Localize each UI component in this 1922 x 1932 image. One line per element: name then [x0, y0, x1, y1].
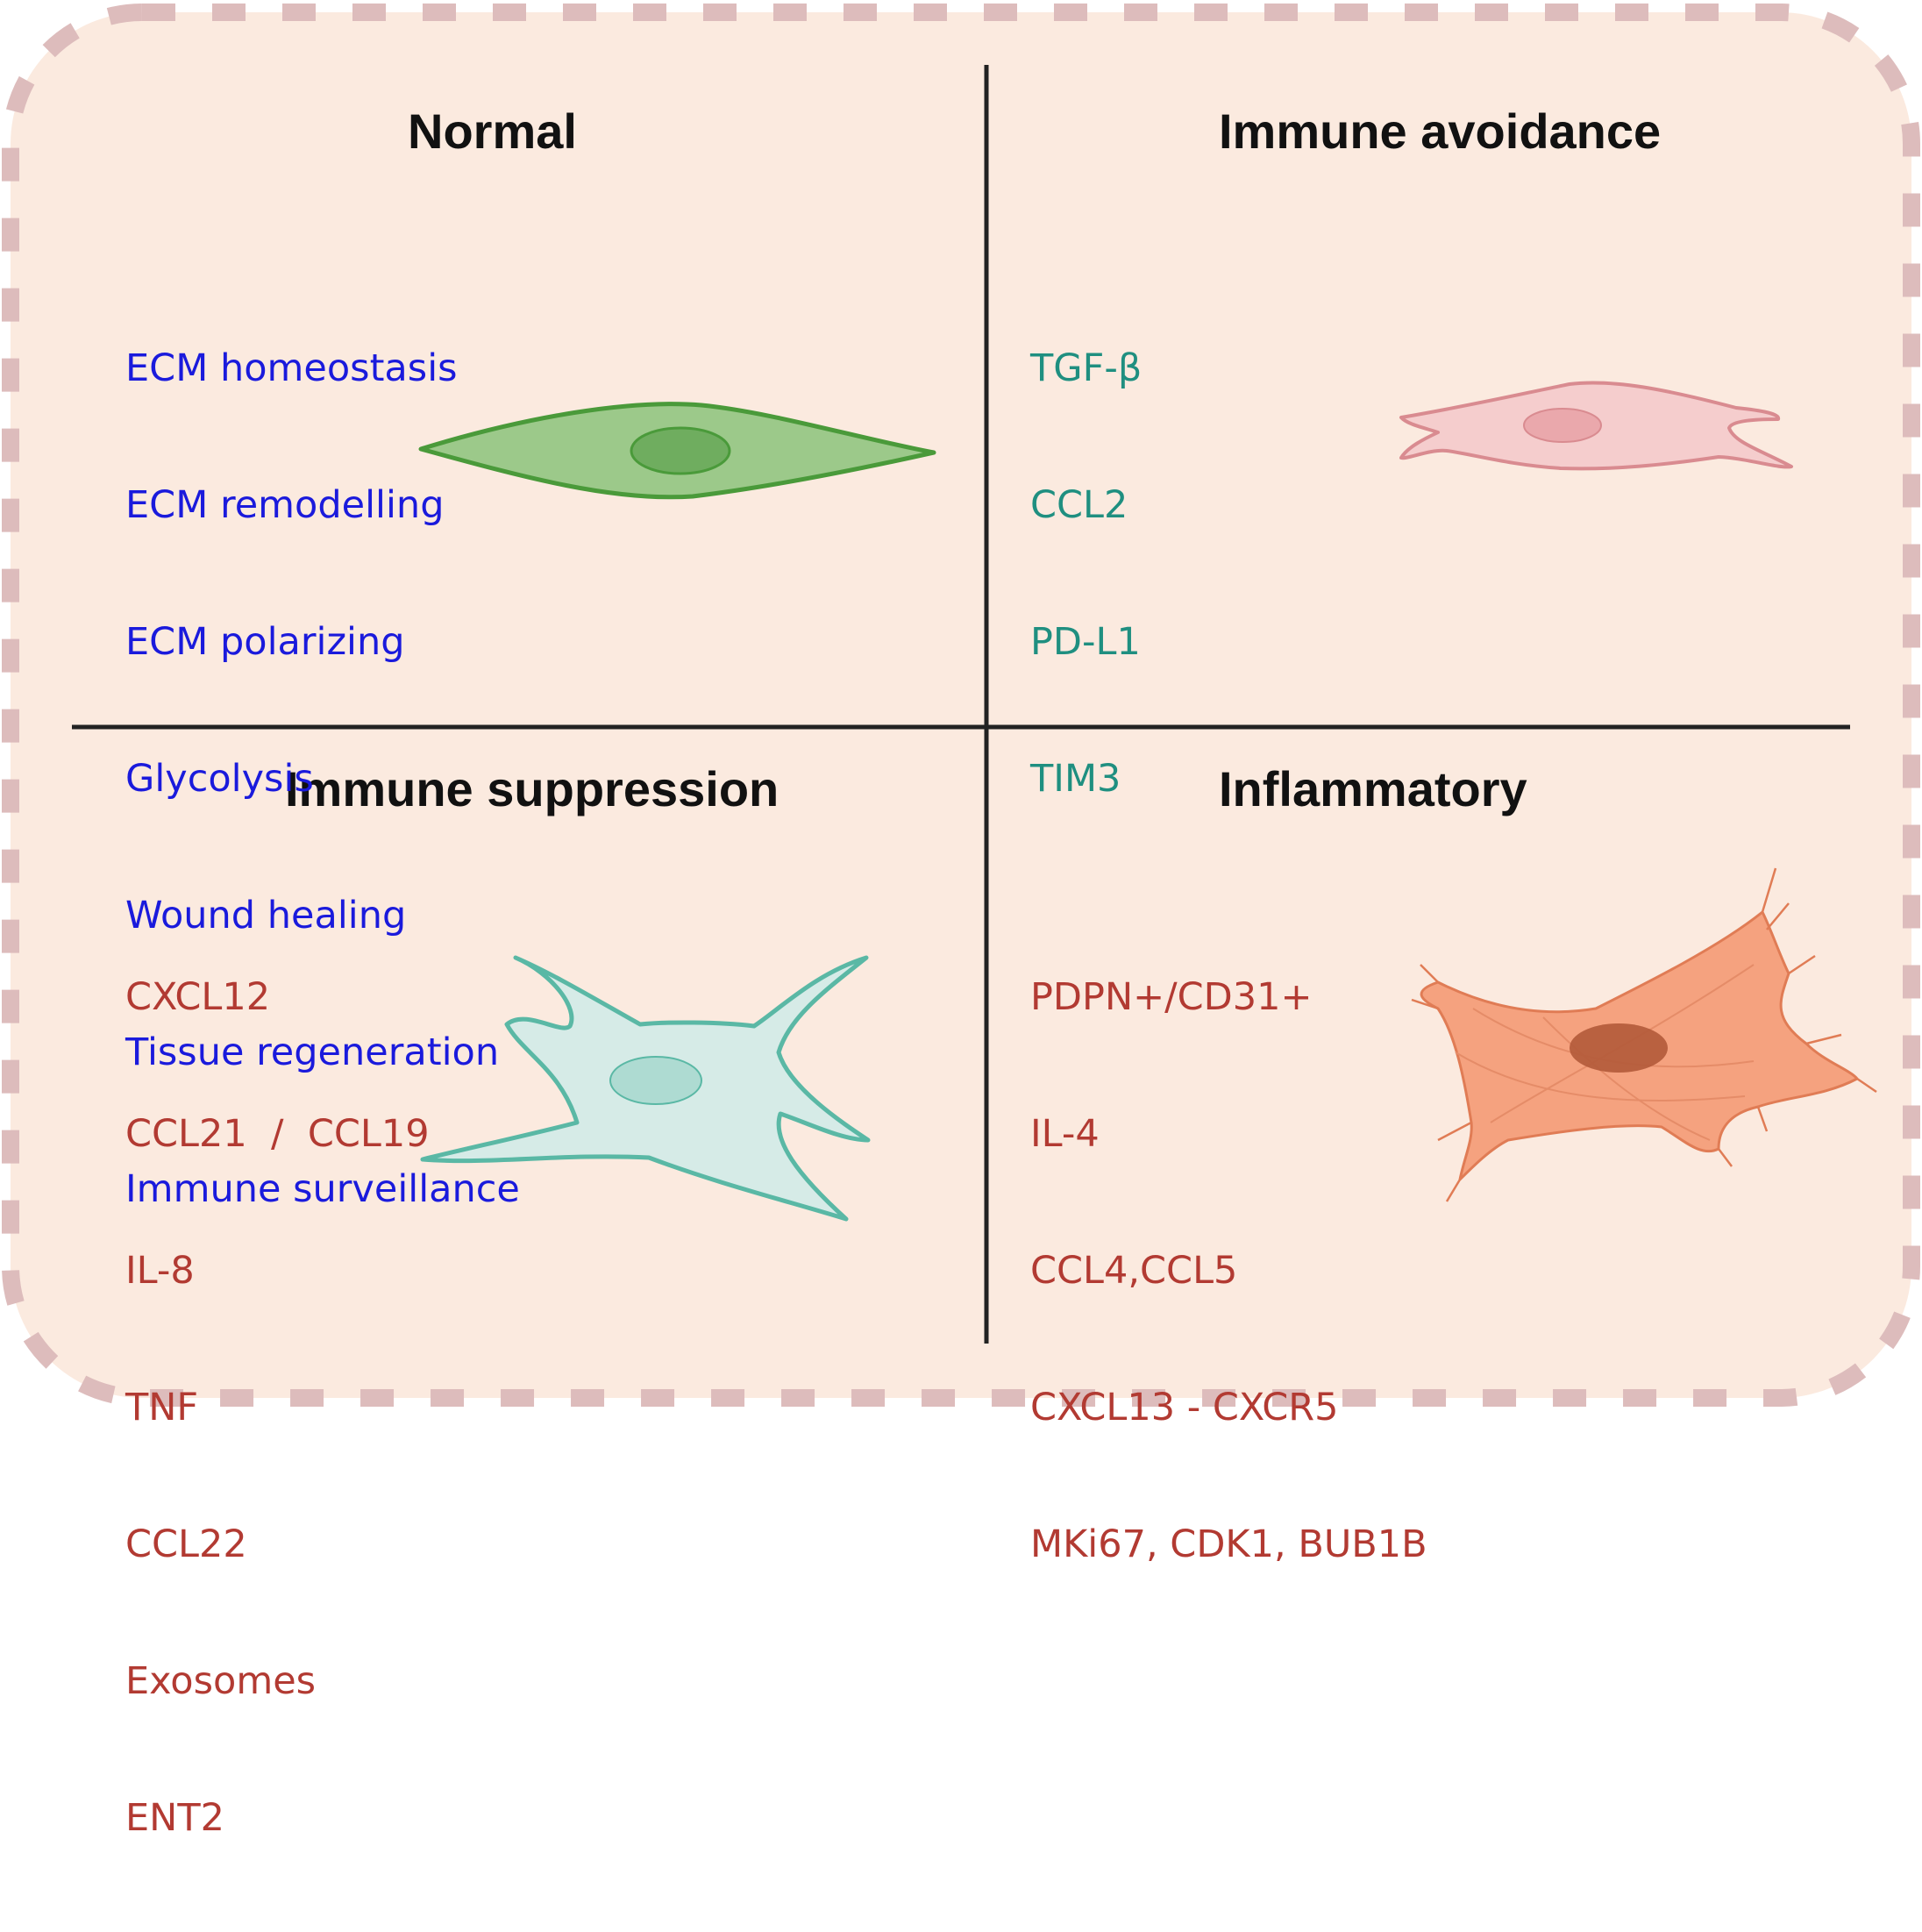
list-item: CCL4,CCL5: [1030, 1249, 1238, 1293]
list-item: ECM remodelling: [125, 483, 445, 527]
list-item: TGF-β: [1030, 346, 1143, 390]
list-item: CXCL12: [125, 975, 271, 1019]
immune-avoidance-title: Immune avoidance: [1219, 103, 1662, 159]
pink-fibroblast-icon: [1399, 381, 1793, 471]
normal-list: ECM homeostasis ECM remodelling ECM pola…: [125, 254, 520, 1303]
list-item: Exosomes: [125, 1659, 317, 1703]
list-item: ECM polarizing: [125, 620, 405, 664]
list-item: TIM3: [1030, 757, 1121, 801]
list-item: CCL2: [1030, 483, 1128, 527]
list-item: MKi67, CDK1, BUB1B: [1030, 1522, 1427, 1566]
normal-title: Normal: [408, 103, 577, 159]
immune-avoidance-list: TGF-β CCL2 PD-L1 TIM3: [1030, 254, 1142, 893]
list-item: CXCL13 - CXCR5: [1030, 1386, 1339, 1429]
list-item: Glycolysis: [125, 757, 314, 801]
teal-stellate-fibroblast-icon: [420, 955, 871, 1222]
diagram-canvas: Normal Immune avoidance Immune suppressi…: [2, 4, 1920, 1840]
inflammatory-list: PDPN+/CD31+ IL-4 CCL4,CCL5 CXCL13 - CXCR…: [1030, 883, 1427, 1658]
list-item: ECM homeostasis: [125, 346, 458, 390]
inflammatory-title: Inflammatory: [1219, 761, 1527, 816]
list-item: ENT2: [125, 1796, 224, 1840]
list-item: Immune surveillance: [125, 1167, 520, 1211]
orange-activated-fibroblast-icon: [1411, 867, 1877, 1202]
list-item: IL-4: [1030, 1112, 1100, 1156]
list-item: Wound healing: [125, 894, 407, 937]
list-item: CCL21 / CCL19: [125, 1112, 430, 1156]
list-item: IL-8: [125, 1249, 195, 1293]
list-item: PDPN+/CD31+: [1030, 975, 1313, 1019]
list-item: PD-L1: [1030, 620, 1141, 664]
diagram-graphics: [2, 4, 1920, 1407]
list-item: CCL22: [125, 1522, 247, 1566]
list-item: Tissue regeneration: [125, 1030, 500, 1074]
immune-suppression-title: Immune suppression: [285, 761, 779, 816]
list-item: TNF: [125, 1386, 199, 1429]
green-spindle-fibroblast-icon: [418, 402, 936, 500]
dashed-frame: [2, 4, 1920, 1407]
immune-suppression-list: CXCL12 CCL21 / CCL19 IL-8 TNF CCL22 Exos…: [125, 883, 430, 1932]
